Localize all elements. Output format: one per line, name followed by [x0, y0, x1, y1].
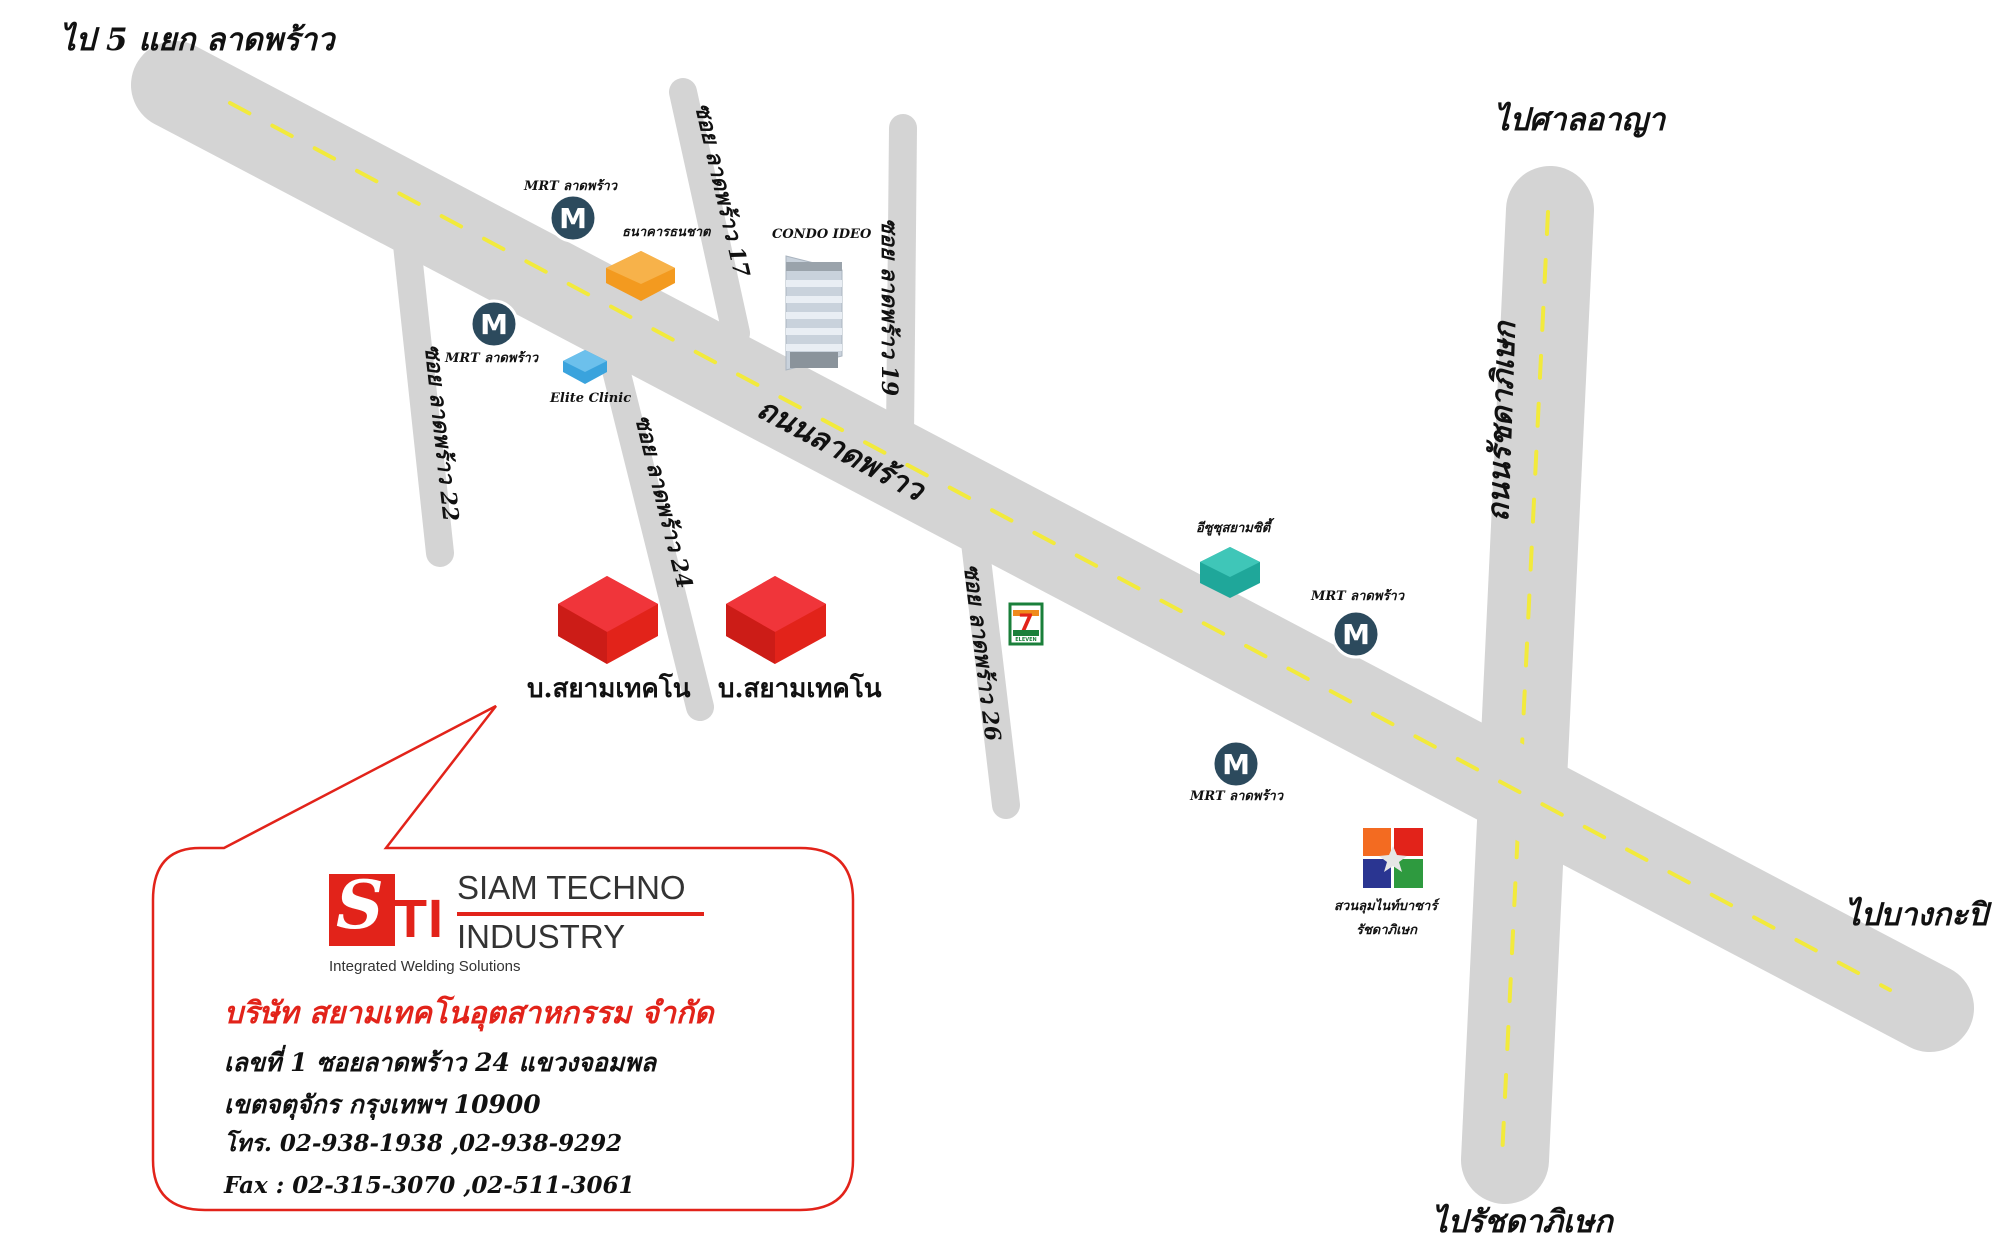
direction-right: ไปบางกะปิ	[1845, 896, 1993, 933]
info-callout	[151, 704, 855, 1212]
direction-bottom: ไปรัชดาภิเษก	[1432, 1203, 1615, 1240]
isuzu-label: อีซูซุสยามซิตี้	[1196, 517, 1275, 536]
road-ratchada	[1461, 166, 1594, 1204]
road-soi-19	[886, 114, 917, 450]
direction-top-left: ไป 5 แยก ลาดพร้าว	[60, 21, 337, 58]
night-bazaar-label-2: รัชดาภิเษก	[1356, 923, 1418, 938]
mrt-icon	[469, 299, 519, 349]
night-bazaar: สวนลุมไนท์บาซาร์ รัชดาภิเษก	[1334, 828, 1440, 938]
mrt-letter: M	[1342, 618, 1370, 651]
label-soi-19: ซอย ลาดพร้าว 19	[876, 218, 902, 396]
road-soi-22	[391, 212, 454, 567]
clinic-building: Elite Clinic	[549, 350, 631, 406]
mrt-station-1: M MRT ลาดพร้าว	[523, 178, 619, 243]
mrt-label: MRT ลาดพร้าว	[1189, 788, 1285, 804]
seven-eleven-sub: ELEVEN	[1015, 637, 1037, 643]
road-soi-24	[592, 316, 714, 721]
clinic-label: Elite Clinic	[549, 391, 631, 406]
label-ratchada-road: ถนนรัชดาภิเษก	[1481, 319, 1523, 522]
seven-eleven-store: 7 ELEVEN	[1008, 602, 1044, 646]
mrt-letter: M	[559, 202, 587, 235]
company-building-1: บ.สยามเทคโน	[527, 576, 691, 704]
ratchada-lane-markings	[1500, 210, 1550, 1160]
isuzu-building: อีซูซุสยามซิตี้	[1196, 517, 1275, 598]
mrt-station-3: M MRT ลาดพร้าว	[1310, 588, 1406, 659]
mrt-icon	[548, 193, 598, 243]
mrt-letter: M	[1222, 748, 1250, 781]
night-bazaar-label-1: สวนลุมไนท์บาซาร์	[1334, 898, 1440, 914]
mrt-station-4: M MRT ลาดพร้าว	[1189, 739, 1285, 804]
mrt-station-2: M MRT ลาดพร้าว	[444, 299, 540, 366]
condo-label: CONDO IDEO	[772, 227, 872, 242]
condo-building: CONDO IDEO	[772, 227, 872, 371]
direction-top-right: ไปศาลอาญา	[1494, 101, 1667, 138]
mrt-letter: M	[480, 308, 508, 341]
bank-building: ธนาคารธนชาต	[606, 225, 712, 301]
seven-eleven-number: 7	[1018, 611, 1033, 636]
company-building-label-1: บ.สยามเทคโน	[527, 672, 691, 704]
road-soi-17	[669, 78, 750, 347]
mrt-label: MRT ลาดพร้าว	[444, 350, 540, 366]
mrt-label: MRT ลาดพร้าว	[523, 178, 619, 194]
mrt-icon	[1331, 609, 1381, 659]
company-building-2: บ.สยามเทคโน	[718, 576, 882, 704]
mrt-icon	[1211, 739, 1261, 789]
company-building-label-2: บ.สยามเทคโน	[718, 672, 882, 704]
mrt-label: MRT ลาดพร้าว	[1310, 588, 1406, 604]
bank-label: ธนาคารธนชาต	[622, 225, 712, 240]
